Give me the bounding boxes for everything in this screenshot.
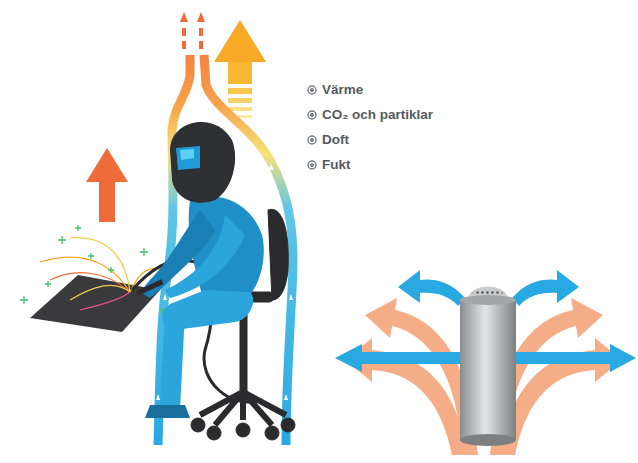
- welding-helmet: [170, 122, 235, 203]
- weld-heat-arrow: [86, 148, 128, 222]
- list-item: Doft: [322, 132, 349, 148]
- sparks: [40, 238, 165, 310]
- list-item: CO₂ och partiklar: [322, 107, 433, 123]
- bullets: [308, 86, 316, 169]
- list-item: Fukt: [322, 157, 351, 173]
- list-item: Värme: [322, 82, 363, 98]
- return-air: [345, 298, 622, 455]
- rising-air: [180, 12, 205, 49]
- spark-stars: [20, 225, 166, 313]
- welder: [136, 196, 264, 418]
- air-diffuser: [460, 287, 516, 447]
- work-plate: [30, 275, 160, 332]
